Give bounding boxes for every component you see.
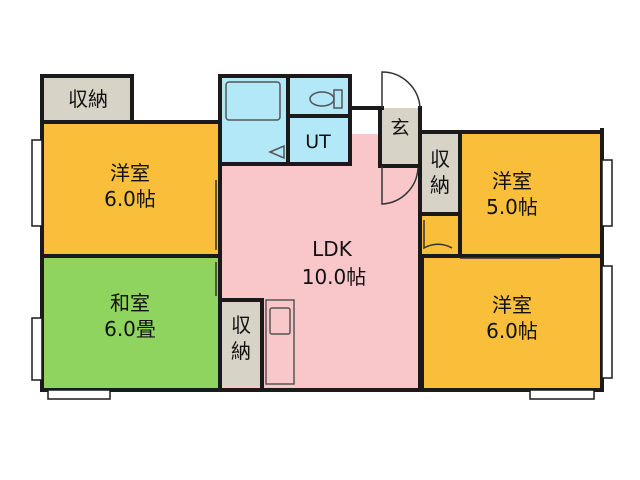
washbasin-icon — [268, 144, 285, 160]
toilet-icon — [309, 89, 343, 109]
western-room-lower-right-name: 洋室 — [492, 293, 532, 317]
japanese-room-fill — [42, 256, 218, 388]
storage-top-label: 収納 — [68, 87, 108, 111]
windows — [31, 139, 613, 400]
utility-label: UT — [305, 131, 331, 153]
western-room-upper-right-size: 5.0帖 — [486, 195, 538, 219]
kitchen-counter-icon — [265, 299, 295, 385]
storage-top-fill — [42, 76, 132, 120]
japanese-room-size: 6.0畳 — [104, 317, 156, 341]
ldk-size: 10.0帖 — [302, 265, 367, 289]
western-room-upper-right-name: 洋室 — [492, 169, 532, 193]
storage-mid-label-line2: 納 — [231, 339, 251, 363]
bathtub-icon — [225, 81, 281, 121]
western-room-lower-right-fill — [424, 258, 602, 388]
storage-right-label-line1: 収 — [430, 147, 450, 171]
toilet-fill — [288, 76, 350, 116]
storage-mid-label-line1: 収 — [231, 313, 251, 337]
storage-right-label-line2: 納 — [430, 173, 450, 197]
storage-right-fill — [422, 134, 460, 214]
western-room-left-name: 洋室 — [110, 161, 150, 185]
western-room-lower-right-size: 6.0帖 — [486, 319, 538, 343]
utility-fill — [288, 116, 350, 164]
western-room-upper-right-fill — [460, 132, 602, 254]
western-room-left-size: 6.0帖 — [104, 187, 156, 211]
hall-right-fill — [420, 214, 460, 254]
genkan-fill — [380, 108, 420, 166]
western-room-left-fill — [42, 124, 218, 256]
doors — [215, 71, 560, 296]
genkan-label: 玄 — [390, 117, 409, 139]
japanese-room-name: 和室 — [110, 291, 150, 315]
ldk-name: LDK — [312, 237, 353, 261]
storage-mid-fill — [220, 300, 264, 386]
